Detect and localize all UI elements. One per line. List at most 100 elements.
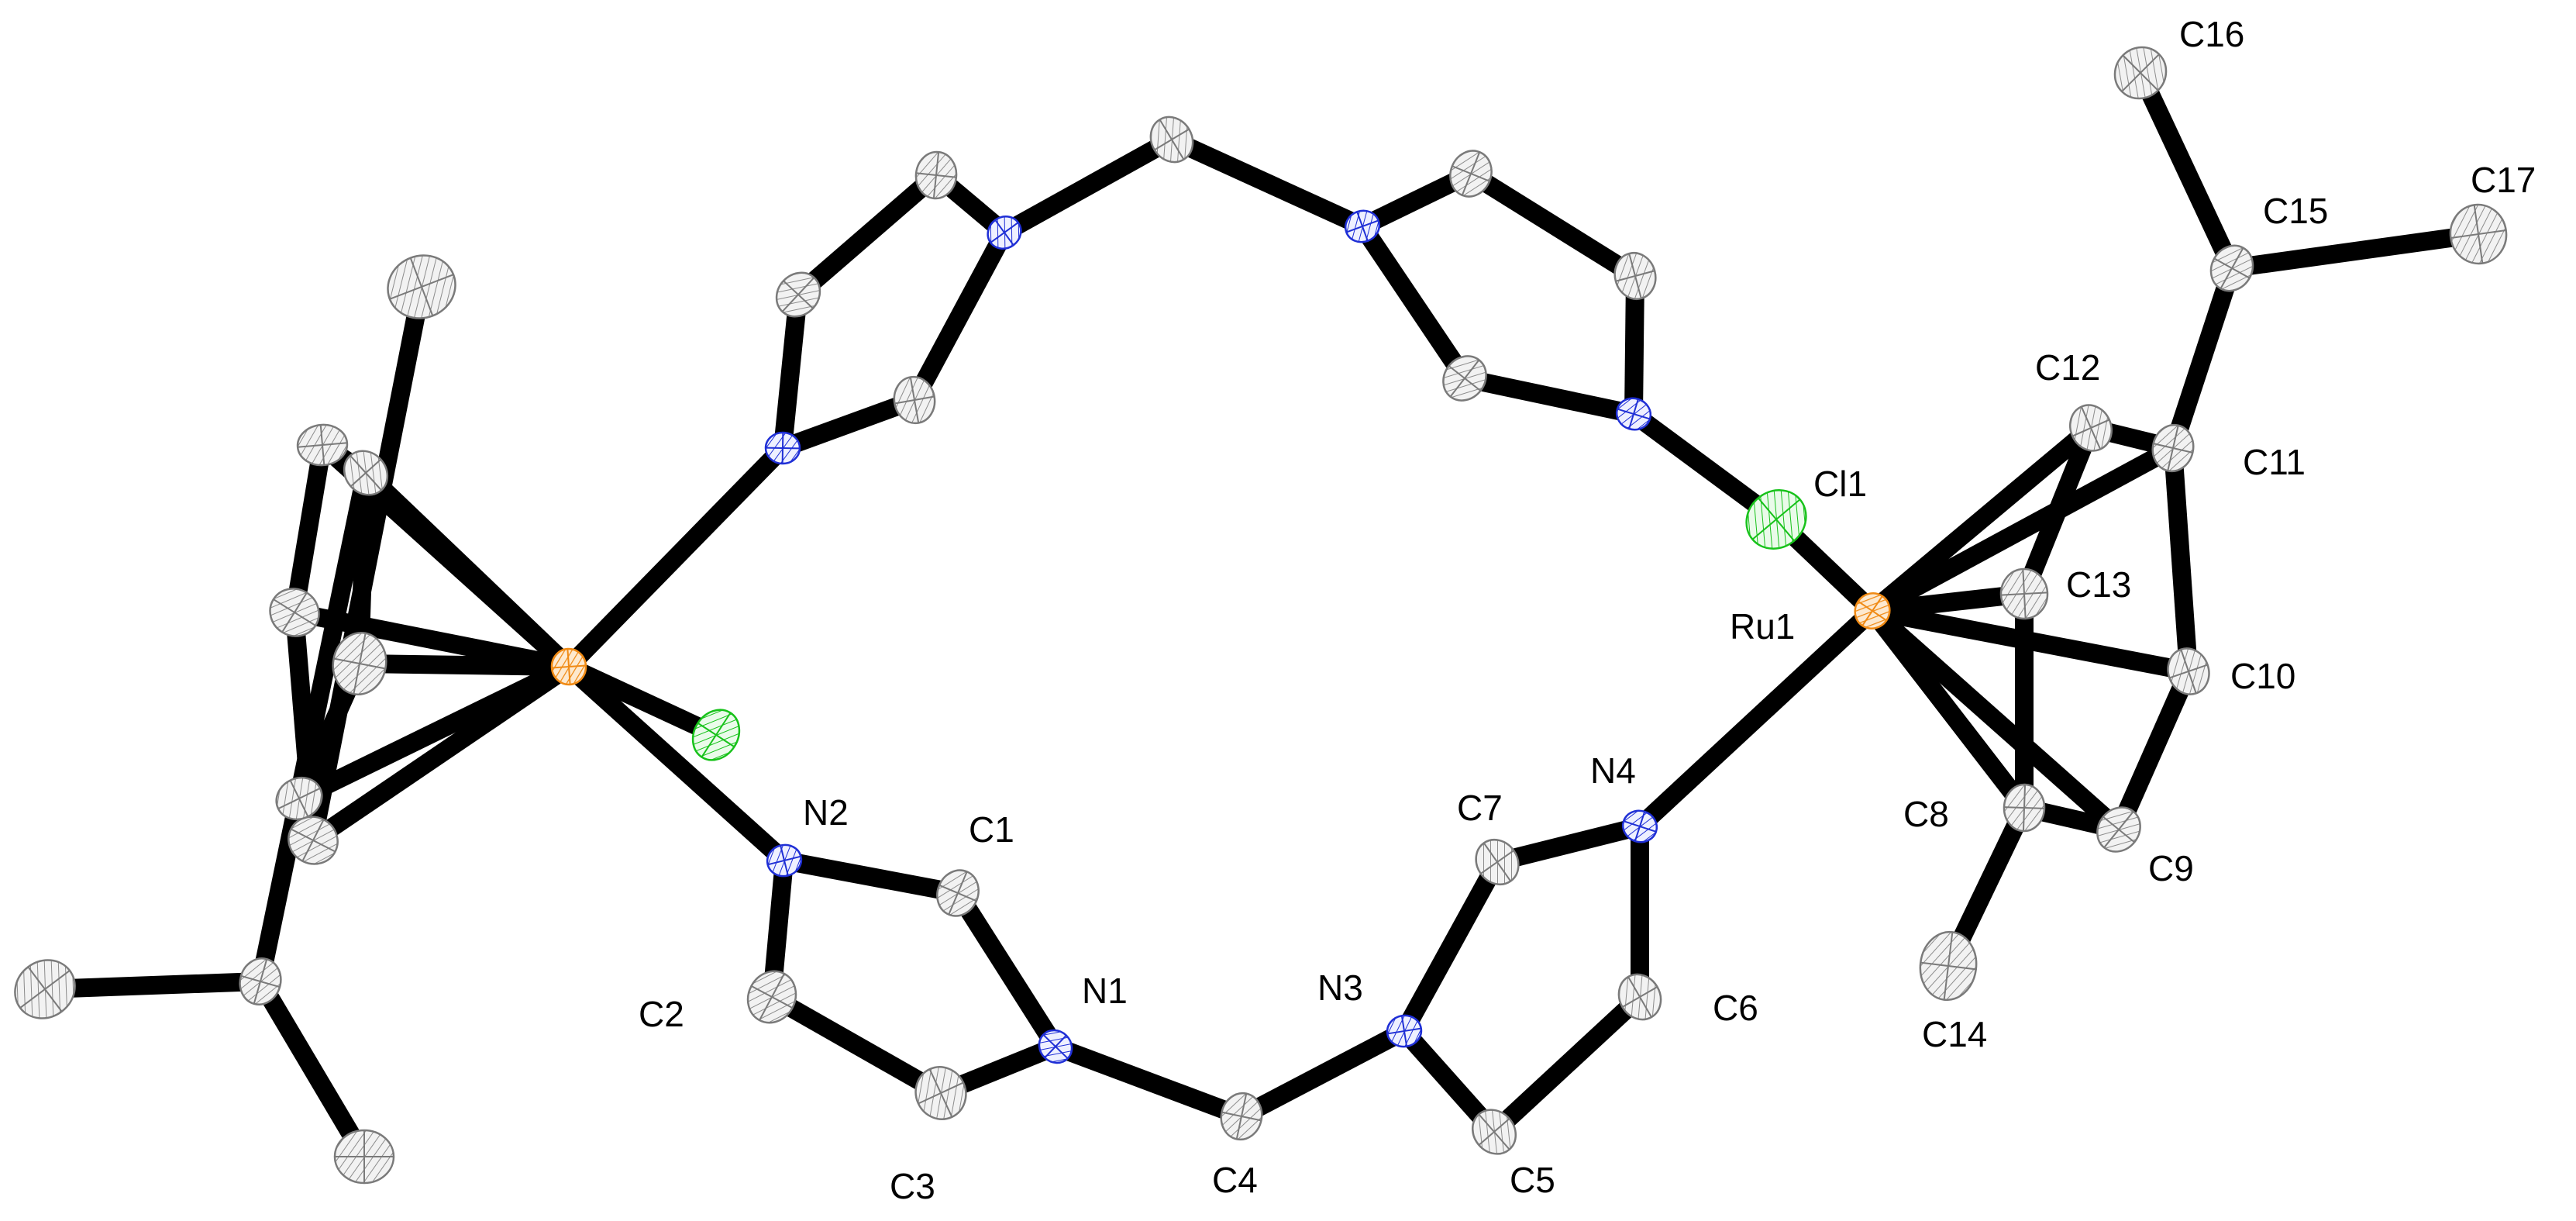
atom-c9: [2096, 806, 2141, 853]
principal-axis-c15b: [253, 958, 268, 1005]
atom-cl1b: [691, 709, 741, 761]
principal-axis-c4: [1235, 1093, 1248, 1140]
principal-axis-cl1: [1758, 497, 1795, 542]
atom-label-c16: C16: [2179, 14, 2244, 54]
bond-c12b-c13b: [285, 443, 332, 614]
atom-c12b: [296, 423, 349, 467]
bond-n4b-c6b: [773, 293, 808, 450]
atom-c12: [2069, 404, 2113, 452]
atom-label-c12: C12: [2035, 347, 2100, 388]
principal-axis-c12: [2080, 406, 2102, 450]
atom-c17b: [333, 1129, 395, 1185]
atom-c14b: [387, 254, 456, 319]
atom-c14: [1919, 930, 1978, 1002]
principal-axis-c9b: [289, 780, 309, 817]
atom-c3b: [1449, 150, 1493, 198]
atom-label-c3: C3: [890, 1166, 935, 1206]
atom-c8: [2003, 783, 2046, 833]
principal-axis-c7b: [909, 377, 920, 423]
bond-n3-c4: [1237, 1023, 1409, 1125]
atom-c13: [1999, 567, 2049, 620]
atom-label-c7: C7: [1457, 788, 1503, 828]
bond-c11b-c15b: [251, 471, 375, 984]
bond-n1b-c4b: [1168, 131, 1366, 235]
atom-c8b: [288, 816, 339, 865]
bond-cl1-n2b: [1627, 406, 1782, 527]
atom-label-c13: C13: [2066, 564, 2131, 605]
atom-n4: [1621, 809, 1658, 843]
bond-c15-c11: [2164, 265, 2241, 451]
atom-layer: [14, 46, 2508, 1185]
principal-axis-n3b: [994, 219, 1014, 246]
atom-n3b: [987, 216, 1022, 250]
bond-n1-c1: [949, 888, 1064, 1052]
bond-c4-n1: [1052, 1037, 1245, 1126]
atom-c17: [2449, 203, 2508, 265]
atom-label-c9: C9: [2148, 848, 2194, 888]
principal-axis-c5b: [932, 152, 940, 198]
atom-label-c17: C17: [2471, 160, 2536, 200]
atom-c6b: [775, 271, 821, 318]
bond-c5-c6: [1487, 990, 1647, 1139]
atom-label-n3: N3: [1317, 967, 1363, 1008]
bond-n2b-c1b: [1462, 369, 1636, 423]
atom-label-c4: C4: [1212, 1160, 1258, 1200]
atom-label-c2: C2: [639, 994, 684, 1034]
atom-label-c8: C8: [1903, 794, 1949, 834]
atom-n1b: [1344, 209, 1381, 243]
bond-c3b-c2b: [1465, 165, 1641, 285]
atom-c9b: [275, 776, 323, 821]
bond-ru1-c11: [1868, 440, 2178, 619]
bond-ru1-c12: [1866, 420, 2097, 619]
principal-axis-c14: [1943, 932, 1954, 1000]
atom-label-c10: C10: [2230, 656, 2295, 696]
bond-c15b-c16b: [44, 972, 261, 999]
atom-label-c14: C14: [1922, 1014, 1987, 1054]
atom-c7: [1475, 839, 1520, 885]
principal-axis-n1b: [1356, 211, 1369, 242]
principal-axis-c9: [2103, 811, 2134, 848]
principal-axis-c5: [1478, 1113, 1510, 1150]
bond-ru1-c10: [1870, 602, 2191, 681]
principal-axis-c10b: [353, 633, 367, 695]
principal-axis-ru1b: [567, 648, 571, 685]
bond-c1-n2: [782, 851, 960, 902]
atom-c11b: [343, 450, 389, 496]
atom-label-c11: C11: [2243, 442, 2306, 482]
bond-n3b-c7b: [906, 228, 1013, 405]
atom-c6: [1617, 973, 1662, 1021]
atom-n2b: [1615, 397, 1652, 431]
bond-c6b-c5b: [792, 167, 942, 302]
atom-c16b: [14, 959, 76, 1019]
atom-c15b: [239, 957, 282, 1005]
atom-c13b: [269, 588, 320, 637]
bond-ru1b-n4b: [562, 441, 790, 674]
bond-c8b-c14b: [304, 285, 431, 843]
atom-label-n1: N1: [1082, 971, 1128, 1011]
bond-ru1b-n2: [562, 660, 791, 867]
atom-c16: [2113, 46, 2168, 100]
principal-axis-c12b: [319, 425, 325, 465]
principal-axis-c6b: [781, 277, 815, 312]
bond-c15-c17: [2230, 225, 2480, 278]
principal-axis-c1: [948, 871, 968, 916]
principal-axis-c2: [759, 973, 785, 1021]
principal-axis-c11: [2167, 425, 2179, 471]
principal-axis-c1b: [1449, 359, 1480, 398]
atom-label-c6: C6: [1713, 988, 1758, 1028]
principal-axis-ru1: [1861, 595, 1883, 626]
atom-ru1b: [550, 647, 587, 686]
atom-c2b: [1613, 252, 1657, 300]
principal-axis-c16: [2122, 54, 2159, 91]
principal-axis-c8b: [301, 819, 325, 862]
atom-c11: [2151, 423, 2195, 473]
atom-c2: [746, 970, 797, 1024]
principal-axis-c11b: [350, 455, 382, 491]
principal-axis-c4b: [1159, 119, 1185, 160]
atom-c5: [1471, 1109, 1517, 1155]
principal-axis-c14b: [409, 257, 434, 316]
atom-c10: [2167, 647, 2210, 695]
bond-ru1b-c9b: [294, 658, 573, 807]
atom-label-n4: N4: [1590, 750, 1636, 791]
